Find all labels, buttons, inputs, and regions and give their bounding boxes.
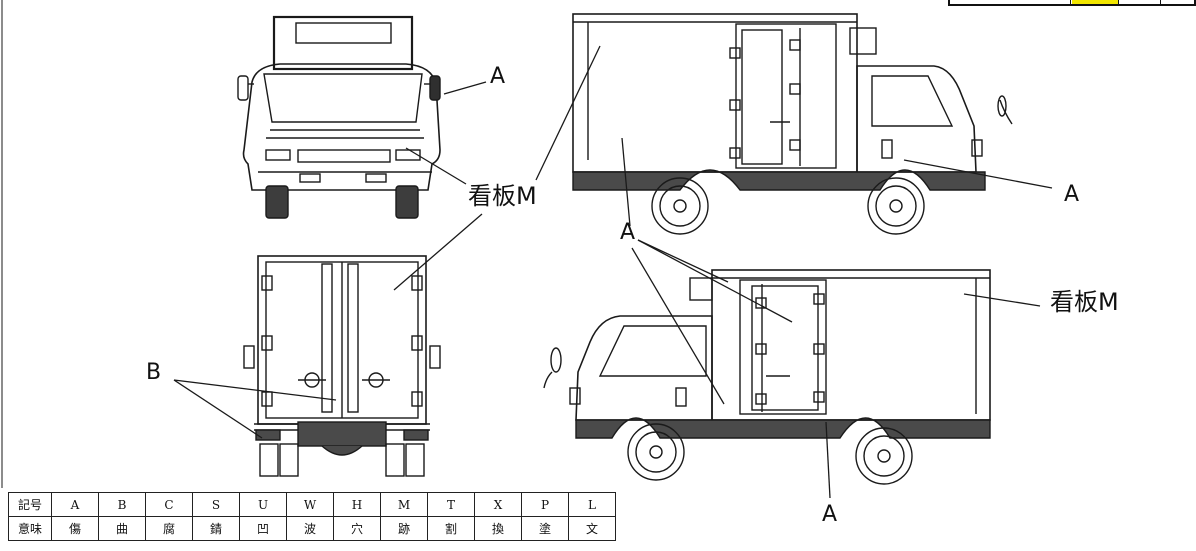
legend-meaning-cell: 塗	[521, 516, 569, 541]
label-side-bottom-signboard: 看板M	[1050, 288, 1119, 316]
legend-symbol-cell: L	[568, 492, 616, 517]
legend-row-symbol: 記号 A B C S U W H M T X P L	[8, 492, 616, 517]
legend-table: 記号 A B C S U W H M T X P L 意味 傷 曲 腐 錆 凹 …	[8, 492, 616, 541]
legend-meaning-cell: 穴	[333, 516, 381, 541]
legend-symbol-cell: S	[192, 492, 240, 517]
legend-header-meaning: 意味	[8, 516, 52, 541]
legend-symbol-cell: X	[474, 492, 522, 517]
legend-symbol-cell: U	[239, 492, 287, 517]
legend-symbol-cell: T	[427, 492, 475, 517]
truck-rear-view	[243, 255, 441, 477]
corner-divider	[1070, 0, 1071, 6]
label-middle-a: A	[620, 220, 636, 245]
legend-symbol-cell: M	[380, 492, 428, 517]
legend-symbol-cell: H	[333, 492, 381, 517]
leader-lines	[173, 45, 1053, 499]
label-side-top-a: A	[1064, 182, 1080, 207]
legend-meaning-cell: 傷	[51, 516, 99, 541]
legend-symbol-cell: W	[286, 492, 334, 517]
label-rear-b: B	[146, 360, 162, 385]
legend-meaning-cell: 割	[427, 516, 475, 541]
legend-meaning-cell: 錆	[192, 516, 240, 541]
corner-divider	[1118, 0, 1119, 6]
corner-highlight-cell	[1072, 0, 1118, 4]
legend-meaning-cell: 換	[474, 516, 522, 541]
label-bottom-a: A	[822, 502, 838, 527]
legend-meaning-cell: 曲	[98, 516, 146, 541]
legend-meaning-cell: 凹	[239, 516, 287, 541]
truck-side-view-top	[572, 13, 1013, 235]
legend-symbol-cell: B	[98, 492, 146, 517]
legend-meaning-cell: 波	[286, 516, 334, 541]
truck-front-view	[237, 15, 441, 219]
legend-row-meaning: 意味 傷 曲 腐 錆 凹 波 穴 跡 割 換 塗 文	[8, 516, 616, 541]
legend-meaning-cell: 文	[568, 516, 616, 541]
label-front-a: A	[490, 64, 506, 89]
label-center-signboard: 看板M	[468, 182, 537, 210]
corner-table-fragment	[948, 0, 1196, 6]
legend-meaning-cell: 腐	[145, 516, 193, 541]
legend-symbol-cell: A	[51, 492, 99, 517]
corner-divider	[1160, 0, 1161, 6]
legend-meaning-cell: 跡	[380, 516, 428, 541]
legend-symbol-cell: C	[145, 492, 193, 517]
legend-symbol-cell: P	[521, 492, 569, 517]
legend-header-symbol: 記号	[8, 492, 52, 517]
truck-side-view-bottom	[543, 269, 991, 485]
